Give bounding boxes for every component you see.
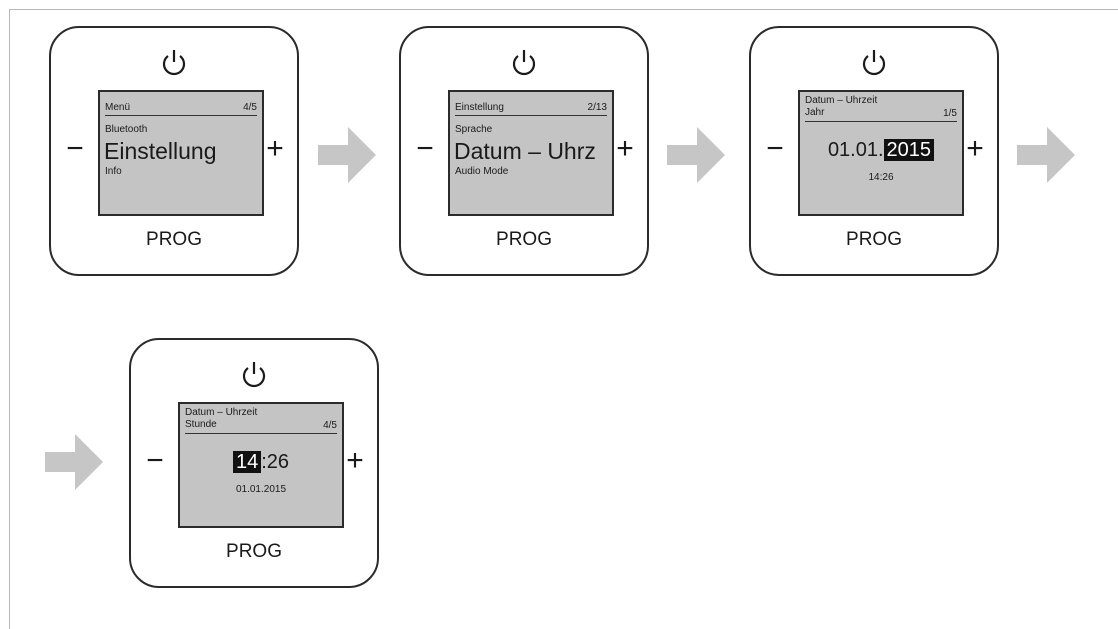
page-indicator: 4/5 <box>243 102 257 113</box>
menu-item-prev: Sprache <box>455 124 493 135</box>
power-icon[interactable] <box>859 48 889 78</box>
plus-button[interactable]: + <box>346 444 364 477</box>
menu-item-prev: Bluetooth <box>105 124 148 135</box>
arrow-right-icon <box>1017 127 1075 183</box>
power-icon[interactable] <box>239 360 269 390</box>
submenu-title: Jahr <box>805 107 825 118</box>
page-indicator: 4/5 <box>323 420 337 431</box>
arrow-right-icon <box>45 434 103 490</box>
time-display: 14:26 <box>180 450 342 474</box>
plus-button[interactable]: + <box>616 132 634 165</box>
display-screen: Einstellung 2/13 Sprache Datum – Uhrz Au… <box>448 90 614 216</box>
screen-header: Datum – Uhrzeit Stunde 4/5 <box>185 407 337 434</box>
page-indicator: 1/5 <box>943 108 957 119</box>
minute-value: :26 <box>261 451 290 473</box>
screen-header: Einstellung 2/13 <box>455 100 607 116</box>
display-screen: Datum – Uhrzeit Jahr 1/5 01.01.2015 14:2… <box>798 90 964 216</box>
date-display: 01.01.2015 <box>235 484 287 495</box>
device-step-1: − Menü 4/5 Bluetooth Einstellung Info + … <box>49 26 299 276</box>
prog-button[interactable]: PROG <box>146 229 202 250</box>
page-indicator: 2/13 <box>587 102 607 113</box>
minus-button[interactable]: − <box>66 132 84 165</box>
time-display: 14:26 <box>868 172 894 183</box>
minus-button[interactable]: − <box>766 132 784 165</box>
display-screen: Menü 4/5 Bluetooth Einstellung Info <box>98 90 264 216</box>
plus-button[interactable]: + <box>966 132 984 165</box>
arrow-right-icon <box>318 127 376 183</box>
power-icon[interactable] <box>159 48 189 78</box>
screen-header: Datum – Uhrzeit Jahr 1/5 <box>805 95 957 122</box>
minus-button[interactable]: − <box>146 444 164 477</box>
submenu-title: Stunde <box>185 419 217 430</box>
prog-button[interactable]: PROG <box>846 229 902 250</box>
year-selected: 2015 <box>883 139 935 161</box>
device-step-2: − Einstellung 2/13 Sprache Datum – Uhrz … <box>399 26 649 276</box>
date-fixed: 01.01. <box>827 139 884 161</box>
menu-item-selected: Einstellung <box>104 138 217 164</box>
menu-title: Datum – Uhrzeit <box>185 407 258 418</box>
date-display: 01.01.2015 <box>800 138 962 162</box>
hour-selected: 14 <box>232 451 262 473</box>
device-step-3: − Datum – Uhrzeit Jahr 1/5 01.01.2015 14… <box>749 26 999 276</box>
menu-title: Menü <box>105 102 131 113</box>
device-step-4: − Datum – Uhrzeit Stunde 4/5 14:26 01.01… <box>129 338 379 588</box>
diagram-frame <box>9 9 1118 629</box>
minus-button[interactable]: − <box>416 132 434 165</box>
arrow-right-icon <box>667 127 725 183</box>
menu-item-selected: Datum – Uhrz <box>454 138 596 164</box>
power-icon[interactable] <box>509 48 539 78</box>
menu-item-next: Info <box>105 166 122 177</box>
plus-button[interactable]: + <box>266 132 284 165</box>
screen-header: Menü 4/5 <box>105 100 257 116</box>
menu-item-next: Audio Mode <box>455 166 509 177</box>
prog-button[interactable]: PROG <box>496 229 552 250</box>
menu-title: Datum – Uhrzeit <box>805 95 878 106</box>
display-screen: Datum – Uhrzeit Stunde 4/5 14:26 01.01.2… <box>178 402 344 528</box>
menu-title: Einstellung <box>455 102 504 113</box>
prog-button[interactable]: PROG <box>226 541 282 562</box>
